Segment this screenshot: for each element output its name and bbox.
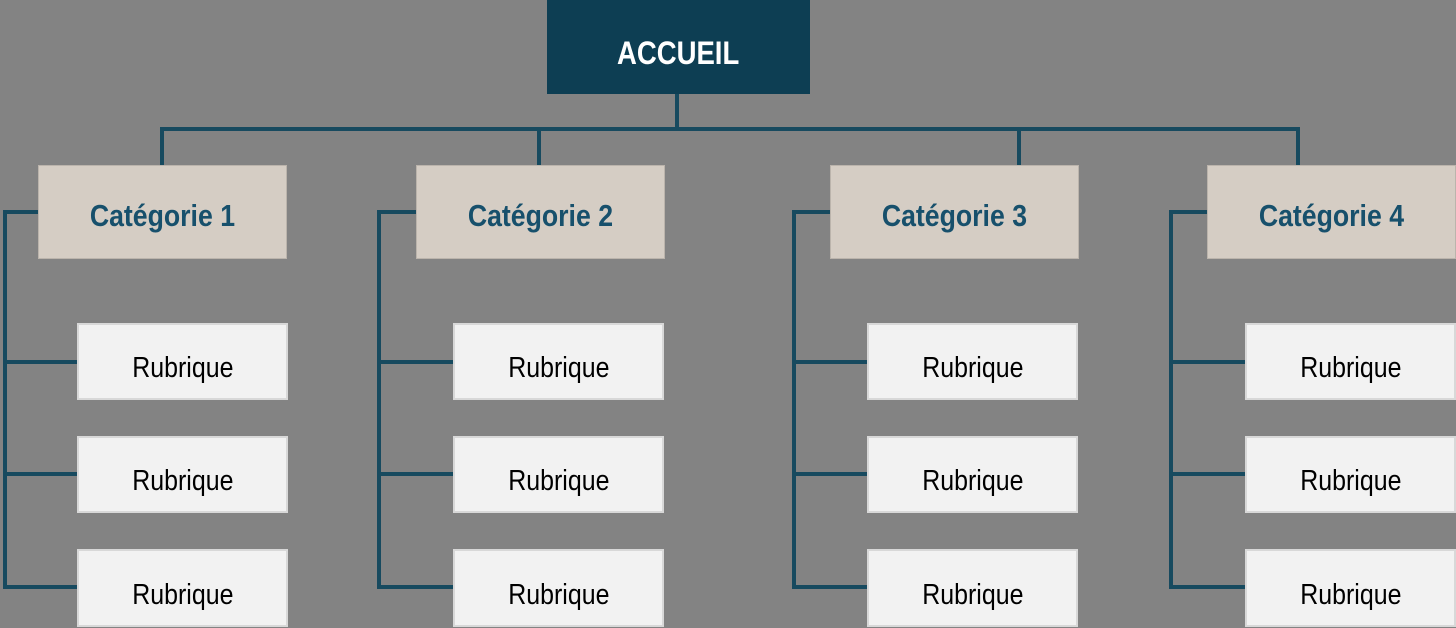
rubrique-node-2-1: Rubrique — [453, 323, 664, 400]
rubrique-node-2-2: Rubrique — [453, 436, 664, 513]
rubrique-node-label: Rubrique — [131, 465, 234, 497]
rubrique-node-1-3: Rubrique — [77, 549, 288, 627]
rubrique-node-4-1: Rubrique — [1245, 323, 1456, 400]
category-node-label: Catégorie 4 — [1258, 198, 1405, 233]
rubrique-node-4-3: Rubrique — [1245, 549, 1456, 627]
connector-branch-category-4-entry — [1169, 210, 1207, 214]
connector-root-drop — [675, 94, 679, 131]
rubrique-node-3-1: Rubrique — [867, 323, 1078, 400]
connector-spine-category-2 — [377, 210, 381, 589]
connector-branch-category-3-entry — [792, 210, 830, 214]
category-node-label: Catégorie 2 — [467, 198, 614, 233]
connector-main-rail — [160, 127, 1300, 131]
connector-drop-category-4 — [1296, 127, 1300, 165]
connector-spine-category-1 — [3, 210, 7, 589]
rubrique-node-2-3: Rubrique — [453, 549, 664, 627]
connector-branch-category-2-rubrique-1 — [377, 360, 453, 364]
rubrique-node-label: Rubrique — [921, 578, 1024, 611]
rubrique-node-1-2: Rubrique — [77, 436, 288, 513]
category-node-1: Catégorie 1 — [38, 165, 287, 259]
connector-branch-category-2-rubrique-2 — [377, 472, 453, 476]
connector-branch-category-4-rubrique-3 — [1169, 585, 1245, 589]
rubrique-node-3-3: Rubrique — [867, 549, 1078, 627]
connector-drop-category-3 — [1017, 127, 1021, 165]
rubrique-node-1-1: Rubrique — [77, 323, 288, 400]
rubrique-node-label: Rubrique — [1299, 578, 1402, 611]
category-node-label: Catégorie 1 — [89, 198, 236, 233]
category-node-3: Catégorie 3 — [830, 165, 1079, 259]
connector-branch-category-1-rubrique-1 — [3, 360, 77, 364]
category-node-label: Catégorie 3 — [881, 198, 1028, 233]
rubrique-node-label: Rubrique — [921, 465, 1024, 497]
rubrique-node-4-2: Rubrique — [1245, 436, 1456, 513]
rubrique-node-label: Rubrique — [507, 352, 610, 384]
connector-branch-category-3-rubrique-2 — [792, 472, 867, 476]
rubrique-node-label: Rubrique — [1299, 352, 1402, 384]
connector-spine-category-3 — [792, 210, 796, 589]
rubrique-node-label: Rubrique — [131, 578, 234, 611]
rubrique-node-3-2: Rubrique — [867, 436, 1078, 513]
connector-branch-category-3-rubrique-3 — [792, 585, 867, 589]
connector-branch-category-3-rubrique-1 — [792, 360, 867, 364]
category-node-2: Catégorie 2 — [416, 165, 665, 259]
connector-drop-category-1 — [160, 127, 164, 165]
root-node-label: ACCUEIL — [617, 34, 740, 71]
connector-drop-category-2 — [537, 127, 541, 165]
connector-branch-category-4-rubrique-1 — [1169, 360, 1245, 364]
connector-branch-category-1-rubrique-2 — [3, 472, 77, 476]
root-node-accueil: ACCUEIL — [547, 0, 810, 94]
rubrique-node-label: Rubrique — [131, 352, 234, 384]
connector-branch-category-1-rubrique-3 — [3, 585, 77, 589]
connector-branch-category-1-entry — [3, 210, 38, 214]
rubrique-node-label: Rubrique — [507, 578, 610, 611]
connector-branch-category-2-entry — [377, 210, 416, 214]
category-node-4: Catégorie 4 — [1207, 165, 1456, 259]
rubrique-node-label: Rubrique — [1299, 465, 1402, 497]
connector-spine-category-4 — [1169, 210, 1173, 589]
rubrique-node-label: Rubrique — [507, 465, 610, 497]
connector-branch-category-4-rubrique-2 — [1169, 472, 1245, 476]
connector-branch-category-2-rubrique-3 — [377, 585, 453, 589]
rubrique-node-label: Rubrique — [921, 352, 1024, 384]
